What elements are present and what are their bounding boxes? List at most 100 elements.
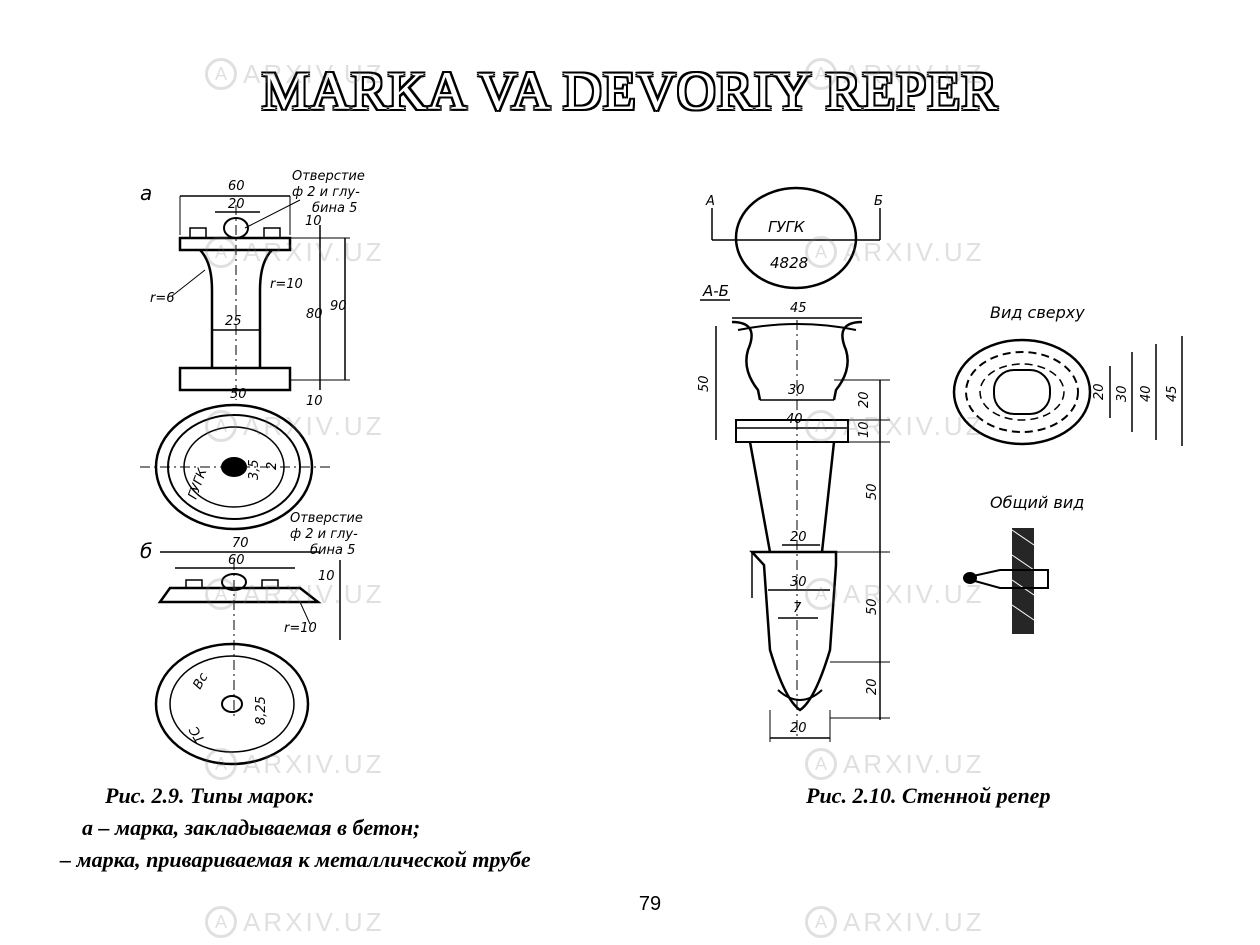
- dim-lower-length: 50: [865, 598, 880, 615]
- dim-a-radius-right: r=10: [270, 277, 303, 292]
- watermark-text: ARXIV.UZ: [843, 578, 985, 609]
- watermark-logo-icon: A: [805, 748, 837, 780]
- watermark-text: ARXIV.UZ: [243, 58, 385, 89]
- top-view-label: Вид сверху: [990, 303, 1085, 322]
- hole-note-b-line2: ф 2 и глу-: [290, 527, 358, 542]
- dim-a-total-height: 90: [330, 299, 347, 314]
- hole-note-b-line3: бина 5: [310, 543, 355, 558]
- mark-a-side-view: а 60 20 25 r=6 r=10 50 10 80 90 10 О: [140, 169, 365, 409]
- dim-a-top-width: 60: [228, 179, 245, 194]
- benchmark-section-view: А-Б 45 30 40 20 30 7 20 50: [697, 282, 890, 742]
- watermark-logo-icon: A: [805, 58, 837, 90]
- fig-2-9-b: – марка, привариваемая к металлической т…: [60, 847, 531, 872]
- page-title: MARKA VA DEVORIY REPER: [261, 61, 999, 121]
- benchmark-stamp-text2: 4828: [770, 254, 808, 272]
- dim-b-radius: r=10: [284, 621, 317, 636]
- hole-note-a-line2: ф 2 и глу-: [292, 185, 360, 200]
- dim-tip-width: 20: [790, 721, 807, 736]
- stamp-a-text1: ГУГК: [186, 466, 211, 502]
- hole-note-a-line1: Отверстие: [292, 169, 365, 184]
- watermark-logo-icon: A: [205, 410, 237, 442]
- hole-note-a-line3: бина 5: [312, 201, 357, 216]
- top-view-dim-40: 40: [1139, 385, 1154, 402]
- dim-a-base-width: 50: [230, 387, 247, 402]
- dim-ring-height: 20: [857, 391, 872, 408]
- watermark-text: ARXIV.UZ: [243, 748, 385, 779]
- benchmark-stamp-text1: ГУГК: [768, 218, 806, 236]
- watermark-logo-icon: A: [805, 578, 837, 610]
- dim-a-top-height: 10: [305, 214, 322, 229]
- watermark-logo-icon: A: [805, 906, 837, 938]
- benchmark-general-view: Общий вид: [963, 493, 1084, 634]
- dim-tip-length: 20: [865, 678, 880, 695]
- watermark-text: ARXIV.UZ: [843, 410, 985, 441]
- stamp-a-text2: 3,5: [247, 459, 262, 480]
- section-b-label: Б: [874, 194, 883, 209]
- variant-a-label: а: [140, 181, 152, 205]
- top-view-dim-45: 45: [1165, 385, 1180, 402]
- dim-ring-width: 40: [786, 412, 803, 427]
- page-number: 79: [638, 893, 662, 915]
- watermark-text: ARXIV.UZ: [243, 906, 385, 937]
- stamp-a-text3: 2: [265, 462, 280, 470]
- dim-head-width: 45: [790, 301, 807, 316]
- top-view-dim-30: 30: [1115, 385, 1130, 402]
- watermark-text: ARXIV.UZ: [243, 410, 385, 441]
- dim-ring-thickness: 10: [857, 421, 872, 438]
- watermark-logo-icon: A: [205, 906, 237, 938]
- watermark-logo-icon: A: [205, 578, 237, 610]
- section-label: А-Б: [702, 282, 729, 300]
- dim-lower-width-30: 30: [790, 575, 807, 590]
- dim-neck-inner: 30: [788, 383, 805, 398]
- benchmark-top-view: Вид сверху 20 30 40 45: [952, 303, 1183, 446]
- watermark-text: ARXIV.UZ: [843, 748, 985, 779]
- dim-head-height: 50: [697, 375, 712, 392]
- dim-a-base-height: 10: [306, 394, 323, 409]
- watermark-text: ARXIV.UZ: [843, 906, 985, 937]
- watermark-text: ARXIV.UZ: [243, 236, 385, 267]
- general-view-label: Общий вид: [990, 493, 1084, 512]
- watermark-logo-icon: A: [205, 748, 237, 780]
- dim-shaft-tip-width: 20: [790, 530, 807, 545]
- stamp-b-text3: ТС: [187, 722, 209, 745]
- fig-2-9-title: Рис. 2.9. Типы марок:: [105, 783, 315, 808]
- dim-a-inner-width: 20: [228, 197, 245, 212]
- dim-a-neck-width: 25: [225, 314, 242, 329]
- watermark-text: ARXIV.UZ: [843, 58, 985, 89]
- dim-b-outer-width: 70: [232, 536, 249, 551]
- watermark-logo-icon: A: [205, 58, 237, 90]
- stamp-b-text1: Вс: [190, 671, 211, 692]
- dim-shaft-length: 50: [865, 483, 880, 500]
- watermark-logo-icon: A: [805, 236, 837, 268]
- dim-a-radius-left: r=6: [150, 291, 175, 306]
- benchmark-stamp-face: А Б ГУГК 4828: [705, 186, 883, 290]
- hole-note-b-line1: Отверстие: [290, 511, 363, 526]
- fig-2-9-a: а – марка, закладываемая в бетон;: [82, 815, 421, 840]
- watermark-logo-icon: A: [805, 410, 837, 442]
- dim-b-inner-width: 60: [228, 553, 245, 568]
- watermark-text: ARXIV.UZ: [243, 578, 385, 609]
- watermark-logo-icon: A: [205, 236, 237, 268]
- variant-b-label: б: [140, 539, 152, 563]
- dim-a-body-height: 80: [306, 307, 323, 322]
- watermark-text: ARXIV.UZ: [843, 236, 985, 267]
- mark-b-plan-view: Вс 8,25 ТС: [154, 642, 310, 766]
- section-a-label: А: [705, 194, 715, 209]
- top-view-dim-20: 20: [1092, 383, 1107, 400]
- fig-2-10-title: Рис. 2.10. Стенной репер: [806, 783, 1051, 808]
- stamp-b-text2: 8,25: [254, 696, 269, 725]
- dim-b-height: 10: [318, 569, 335, 584]
